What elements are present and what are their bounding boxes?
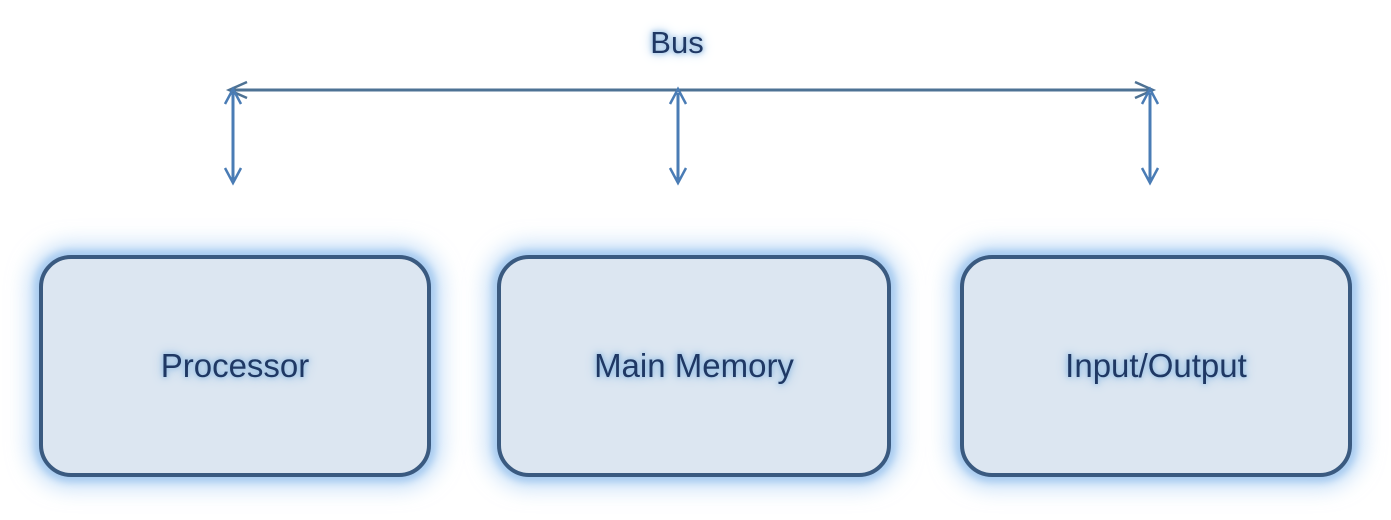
connector-input-output-arrowhead-down-icon [1140, 167, 1160, 186]
bus-connectors [223, 80, 1160, 186]
node-processor: Processor [39, 255, 431, 477]
connector-processor [223, 86, 243, 186]
node-main-memory: Main Memory [497, 255, 891, 477]
node-processor-label: Processor [160, 347, 310, 384]
node-input-output: Input/Output [960, 255, 1352, 477]
connector-main-memory [668, 86, 688, 186]
bus-label: Bus [650, 25, 704, 60]
bus-arrowhead-right-icon [1134, 80, 1157, 100]
connector-input-output [1140, 86, 1160, 186]
node-main-memory-label: Main Memory [594, 347, 794, 384]
bus-line-group [225, 80, 1157, 100]
node-input-output-label: Input/Output [1065, 347, 1247, 384]
connector-processor-arrowhead-down-icon [223, 167, 243, 186]
connector-main-memory-arrowhead-down-icon [668, 167, 688, 186]
connector-main-memory-arrowhead-up-icon [668, 86, 688, 105]
connector-processor-arrowhead-up-icon [223, 86, 243, 105]
bus-arrowhead-left-icon [225, 80, 248, 100]
connector-input-output-arrowhead-up-icon [1140, 86, 1160, 105]
